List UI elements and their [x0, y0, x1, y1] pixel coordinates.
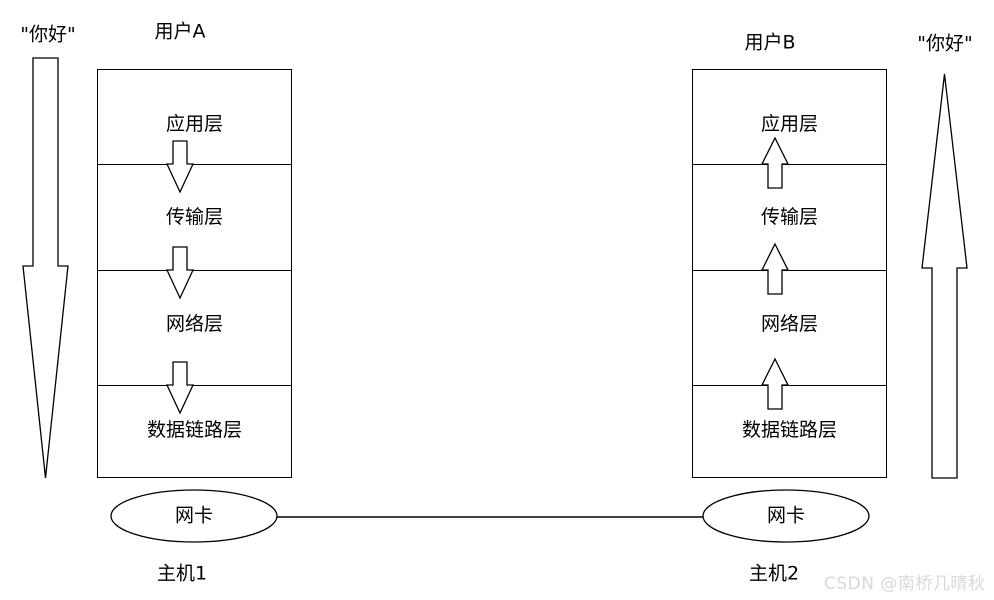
nic-ellipse-host1[interactable]: [110, 489, 278, 543]
stack-layer-transport-left[interactable]: 传输层: [98, 164, 291, 270]
left-message-label: "你好": [20, 23, 76, 46]
stack-layer-datalink-right[interactable]: 数据链路层: [693, 385, 886, 477]
stack-layer-label: 传输层: [760, 206, 818, 228]
protocol-stack-host2: 应用层 传输层 网络层 数据链路层: [692, 69, 887, 478]
csdn-watermark: CSDN @南桥几晴秋: [824, 574, 986, 594]
stack-layer-label: 数据链路层: [741, 419, 837, 441]
stack-layer-label: 网络层: [760, 313, 818, 335]
stack-layer-datalink-left[interactable]: 数据链路层: [98, 385, 291, 477]
flow-arrow-transport-to-network-left: [165, 246, 195, 300]
nic-label-host2: 网卡: [766, 504, 806, 527]
user-a-label: 用户A: [154, 20, 206, 43]
stack-layer-label: 传输层: [165, 206, 223, 228]
user-b-label: 用户B: [744, 31, 796, 54]
flow-arrow-network-to-datalink-left: [165, 361, 195, 415]
stack-layer-label: 应用层: [760, 113, 818, 135]
flow-arrow-network-to-transport-right: [760, 242, 790, 295]
stack-layer-network-left[interactable]: 网络层: [98, 270, 291, 385]
nic-ellipse-host2[interactable]: [702, 489, 870, 543]
nic-label-host1: 网卡: [174, 504, 214, 527]
stack-layer-label: 网络层: [165, 313, 223, 335]
stack-layer-network-right[interactable]: 网络层: [693, 270, 886, 385]
stack-layer-label: 应用层: [165, 113, 223, 135]
stack-layer-application-right[interactable]: 应用层: [693, 70, 886, 164]
stack-layer-transport-right[interactable]: 传输层: [693, 164, 886, 270]
host2-label: 主机2: [748, 562, 800, 585]
flow-arrow-app-to-transport-left: [165, 140, 195, 194]
host1-label: 主机1: [156, 562, 208, 585]
flow-arrow-transport-to-app-right: [760, 136, 790, 189]
message-down-arrow-left: [22, 57, 69, 479]
right-message-label: "你好": [917, 32, 973, 55]
stack-layer-label: 数据链路层: [146, 419, 242, 441]
flow-arrow-datalink-to-network-right: [760, 357, 790, 410]
protocol-stack-host1: 应用层 传输层 网络层 数据链路层: [97, 69, 292, 478]
stack-layer-application-left[interactable]: 应用层: [98, 70, 291, 164]
message-up-arrow-right: [921, 73, 968, 479]
